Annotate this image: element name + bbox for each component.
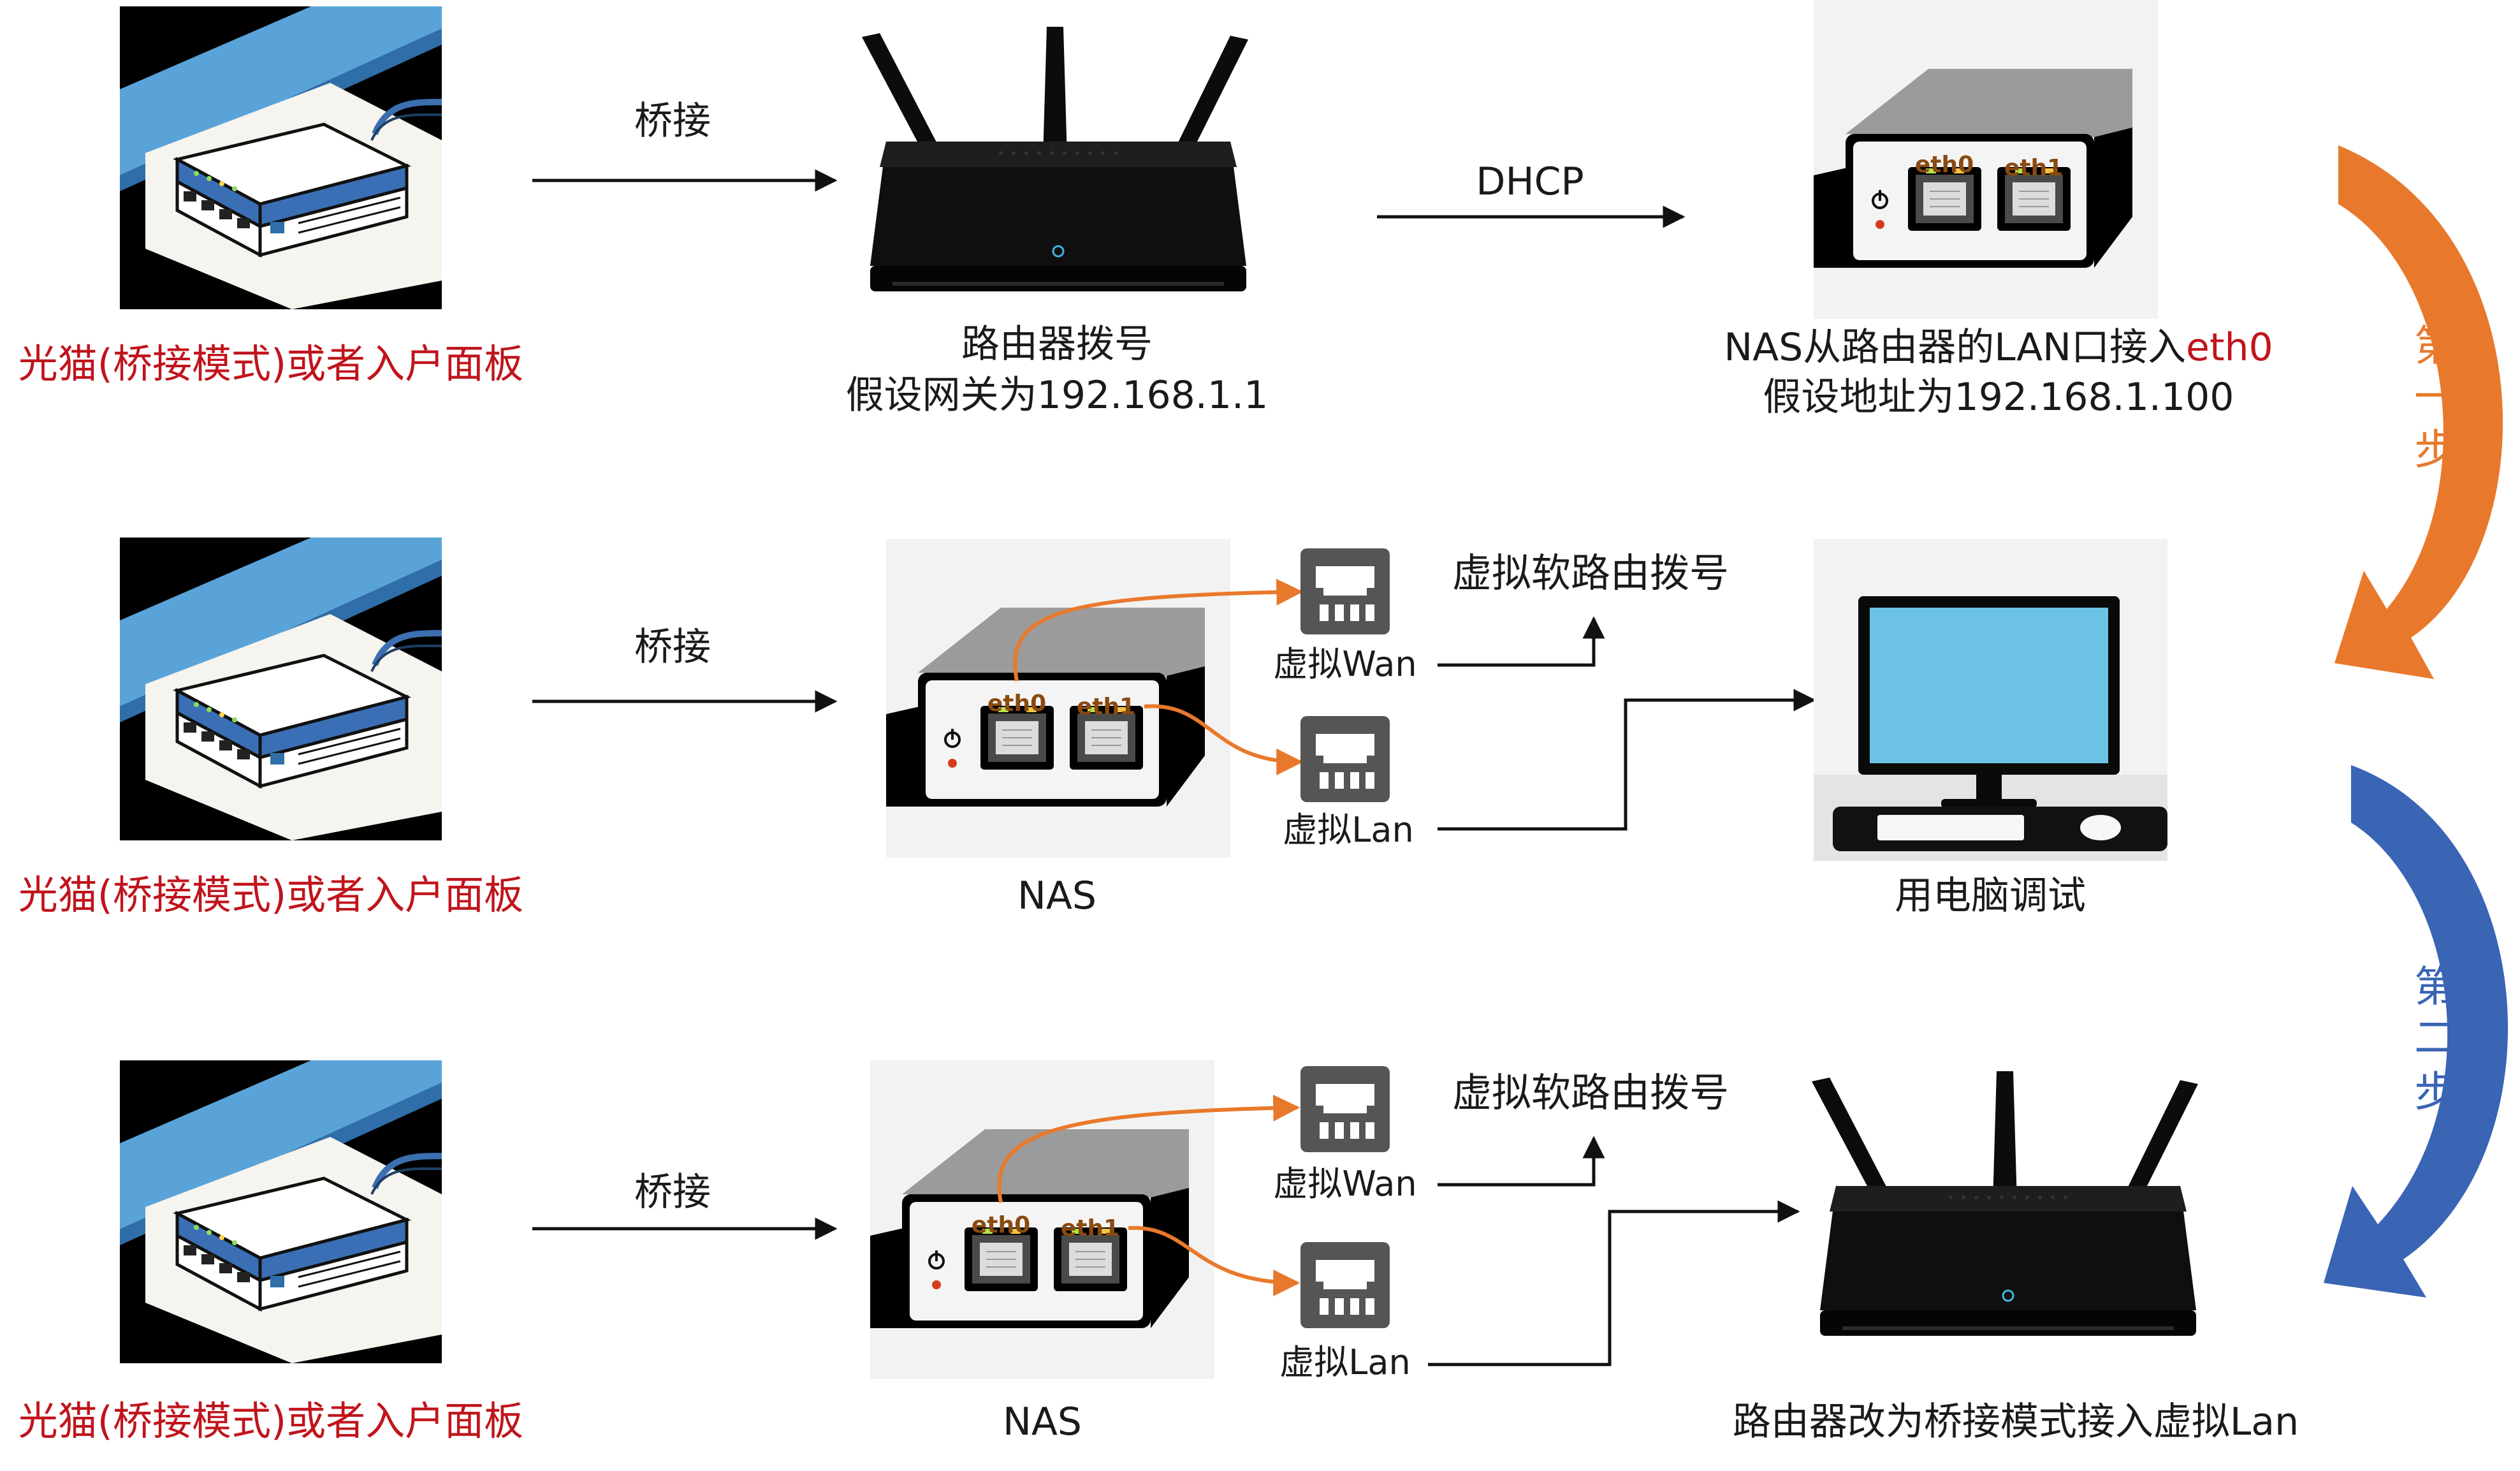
- router-image-row1: [861, 26, 1249, 293]
- vwan-to-dial-arrow-row3: [1438, 1136, 1605, 1187]
- pc-image: [1814, 539, 2167, 861]
- vlan-port-icon-row3: [1300, 1242, 1390, 1328]
- modem-label-row2: 光猫(桥接模式)或者入户面板: [18, 872, 523, 918]
- router-image-row3: [1810, 1070, 2199, 1337]
- vlan-label-row2: 虚拟Lan: [1283, 810, 1413, 850]
- eth1-to-vlan-row3: [1128, 1226, 1300, 1296]
- step1-char-2: 一: [2414, 372, 2456, 421]
- nas-label-row3: NAS: [1003, 1400, 1082, 1444]
- vwan-to-dial-arrow-row2: [1438, 616, 1605, 667]
- step2-char-1: 第: [2414, 962, 2456, 1011]
- nas-label-row2: NAS: [1017, 874, 1096, 918]
- nas-image-row2: eth0 eth1: [885, 538, 1232, 859]
- nas-image-row1: eth0 eth1: [1812, 0, 2159, 320]
- bridge-label-row3: 桥接: [634, 1170, 711, 1215]
- step2-char-2: 二: [2414, 1013, 2456, 1062]
- nas-image-row3: eth0 eth1: [869, 1059, 1216, 1380]
- modem-image-row2: [120, 538, 442, 840]
- vlan-label-row3: 虚拟Lan: [1279, 1342, 1410, 1382]
- modem-label-row3: 光猫(桥接模式)或者入户面板: [18, 1398, 523, 1444]
- router-bridge-label: 路由器改为桥接模式接入虚拟Lan: [1733, 1400, 2299, 1444]
- soft-router-label-row3: 虚拟软路由拨号: [1452, 1069, 1729, 1116]
- vwan-label-row2: 虚拟Wan: [1273, 644, 1417, 684]
- step2-char-3: 步: [2414, 1067, 2456, 1116]
- bridge-label-row2: 桥接: [634, 625, 711, 670]
- bridge-label-row1: 桥接: [634, 99, 711, 143]
- nas-eth1-label-row1: eth1: [2004, 155, 2063, 181]
- modem-label-row1: 光猫(桥接模式)或者入户面板: [18, 340, 523, 387]
- step2-arrow: [2324, 765, 2509, 1298]
- eth0-to-vwan-row2: [1013, 578, 1304, 682]
- nas-eth0-label-row1: eth0: [1915, 152, 1974, 178]
- vwan-port-icon-row2: [1300, 548, 1390, 634]
- eth1-to-vlan-row2: [1144, 704, 1304, 775]
- nas-connect-label: NAS从路由器的LAN口接入eth0: [1724, 325, 2273, 370]
- router-label-line1: 路由器拨号: [961, 322, 1153, 367]
- vlan-to-pc-arrow-row2: [1438, 689, 1816, 831]
- vlan-port-icon-row2: [1300, 716, 1390, 802]
- nas-address-label: 假设地址为192.168.1.100: [1763, 375, 2234, 420]
- eth0-to-vwan-row3: [997, 1094, 1300, 1203]
- modem-image-row1: [120, 6, 442, 309]
- soft-router-label-row2: 虚拟软路由拨号: [1452, 550, 1729, 596]
- step1-char-1: 第: [2414, 321, 2456, 370]
- nas-eth0-label-row3: eth0: [972, 1212, 1030, 1238]
- step1-arrow: [2334, 145, 2503, 679]
- router-label-line2: 假设网关为192.168.1.1: [846, 373, 1269, 418]
- modem-image-row3: [120, 1060, 442, 1363]
- nas-eth1-label-row2: eth1: [1077, 694, 1135, 720]
- vwan-port-icon-row3: [1300, 1066, 1390, 1152]
- vlan-to-router-arrow-row3: [1428, 1200, 1800, 1366]
- dhcp-label: DHCP: [1476, 159, 1584, 204]
- vwan-label-row3: 虚拟Wan: [1273, 1164, 1417, 1204]
- step1-char-3: 步: [2414, 425, 2456, 474]
- pc-label: 用电脑调试: [1895, 874, 2086, 918]
- nas-eth0-label-row2: eth0: [987, 691, 1046, 717]
- nas-eth1-label-row3: eth1: [1061, 1215, 1119, 1241]
